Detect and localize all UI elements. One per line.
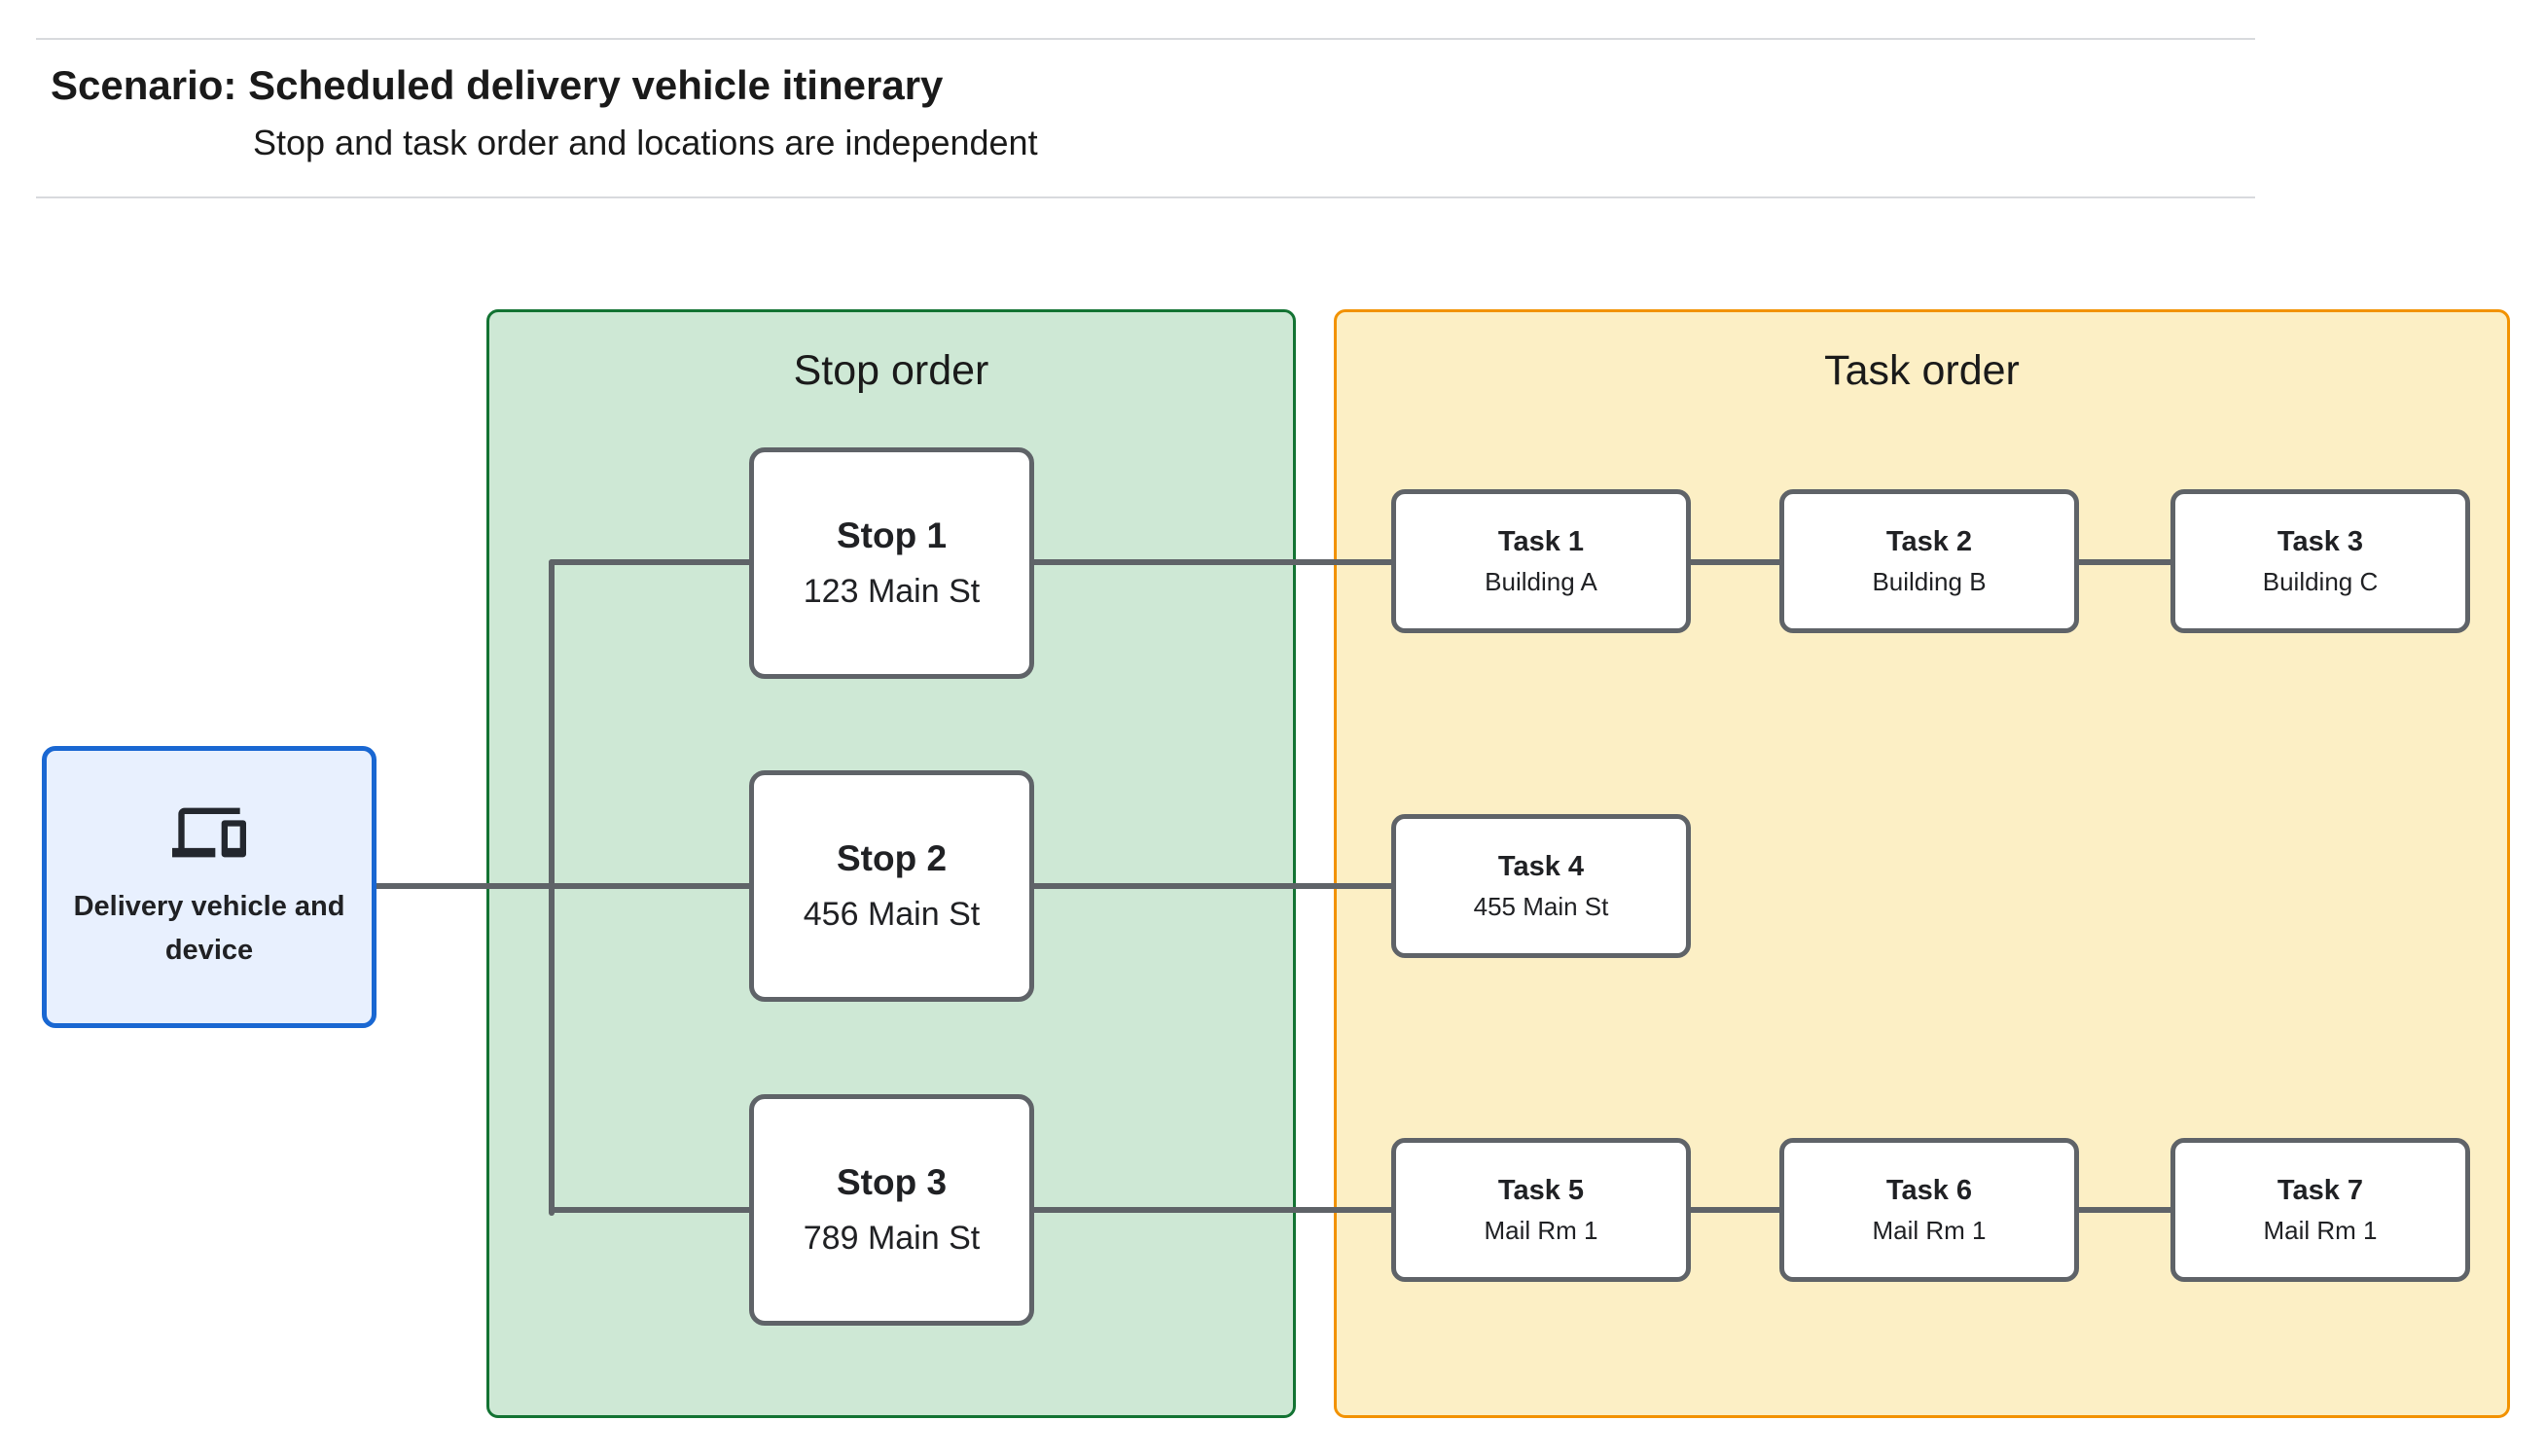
stop-location: 789 Main St — [803, 1219, 981, 1257]
stop-location: 123 Main St — [803, 572, 981, 610]
task-3-node: Task 3 Building C — [2170, 489, 2470, 633]
header-rule-bottom — [36, 196, 2255, 198]
task-name: Task 2 — [1885, 525, 1973, 557]
task-name: Task 5 — [1497, 1174, 1585, 1206]
task-location: Mail Rm 1 — [1484, 1216, 1598, 1246]
page-title: Scenario: Scheduled delivery vehicle iti… — [51, 62, 944, 108]
task-location: 455 Main St — [1473, 892, 1609, 922]
task-7-node: Task 7 Mail Rm 1 — [2170, 1138, 2470, 1282]
task-name: Task 3 — [2277, 525, 2364, 557]
stop-2-node: Stop 2 456 Main St — [749, 770, 1034, 1002]
task-6-node: Task 6 Mail Rm 1 — [1779, 1138, 2079, 1282]
stop-name: Stop 1 — [836, 515, 948, 556]
task-2-node: Task 2 Building B — [1779, 489, 2079, 633]
task-name: Task 7 — [2277, 1174, 2364, 1206]
task-name: Task 1 — [1497, 525, 1585, 557]
task-name: Task 6 — [1885, 1174, 1973, 1206]
task-location: Building B — [1872, 567, 1987, 597]
page-subtitle: Stop and task order and locations are in… — [253, 123, 1038, 162]
stop-name: Stop 2 — [836, 838, 948, 879]
task-5-node: Task 5 Mail Rm 1 — [1391, 1138, 1691, 1282]
stop-location: 456 Main St — [803, 895, 981, 933]
task-order-title: Task order — [1824, 347, 2020, 394]
header-rule-top — [36, 38, 2255, 40]
task-1-node: Task 1 Building A — [1391, 489, 1691, 633]
devices-icon — [172, 807, 246, 858]
stop-1-node: Stop 1 123 Main St — [749, 447, 1034, 679]
task-location: Building A — [1485, 567, 1597, 597]
stop-name: Stop 3 — [836, 1162, 948, 1203]
task-location: Building C — [2262, 567, 2379, 597]
task-4-node: Task 4 455 Main St — [1391, 814, 1691, 958]
delivery-vehicle-label: Delivery vehicle and device — [73, 891, 345, 966]
stop-3-node: Stop 3 789 Main St — [749, 1094, 1034, 1326]
task-location: Mail Rm 1 — [2263, 1216, 2378, 1246]
stop-order-title: Stop order — [793, 347, 989, 394]
task-name: Task 4 — [1497, 850, 1585, 882]
task-location: Mail Rm 1 — [1872, 1216, 1987, 1246]
delivery-vehicle-node: Delivery vehicle and device — [42, 746, 377, 1028]
